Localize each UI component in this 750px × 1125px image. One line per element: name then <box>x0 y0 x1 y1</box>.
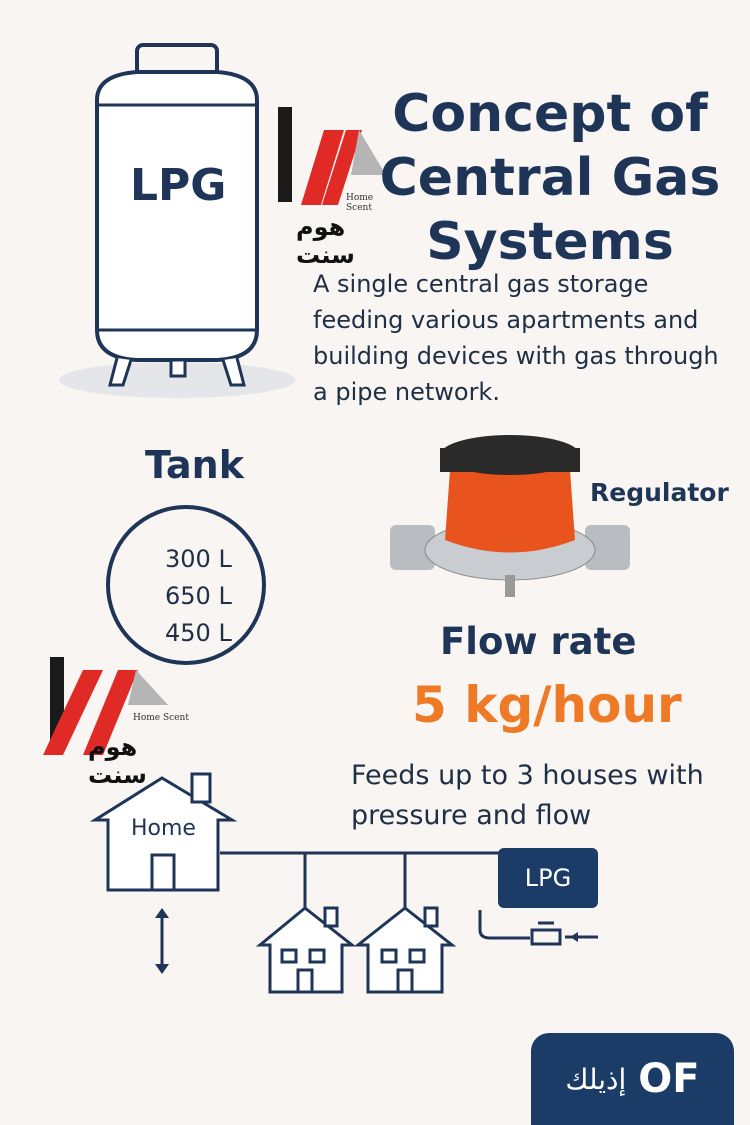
cylinder-label: LPG <box>130 160 227 211</box>
lpg-tank-box: LPG <box>498 848 598 908</box>
flow-rate-value: 5 kg/hour <box>412 676 682 734</box>
badge-latin: OF <box>638 1056 700 1102</box>
home-scent-logo: Home Scent هوم سنت <box>38 655 198 789</box>
gas-network-diagram <box>89 772 598 994</box>
tank-capacity: 650 L <box>165 582 232 610</box>
flow-rate-label: Flow rate <box>440 620 637 663</box>
home-label: Home <box>131 816 196 841</box>
tank-capacity: 300 L <box>165 545 232 573</box>
tank-capacity: 450 L <box>165 619 232 647</box>
tank-label: Tank <box>145 443 244 487</box>
tank-circle <box>106 505 266 665</box>
regulator-label: Regulator <box>590 478 729 507</box>
description: A single central gas storage feeding var… <box>313 270 719 406</box>
regulator-image <box>390 435 630 597</box>
home-scent-logo: Home Scent هوم سنت <box>266 105 401 269</box>
brand-badge: إذيلك OF <box>531 1033 734 1125</box>
feeds-text: Feeds up to 3 houses with pressure and f… <box>351 760 704 831</box>
badge-arabic: إذيلك <box>565 1062 627 1096</box>
lpg-cylinder-illustration <box>59 43 295 398</box>
